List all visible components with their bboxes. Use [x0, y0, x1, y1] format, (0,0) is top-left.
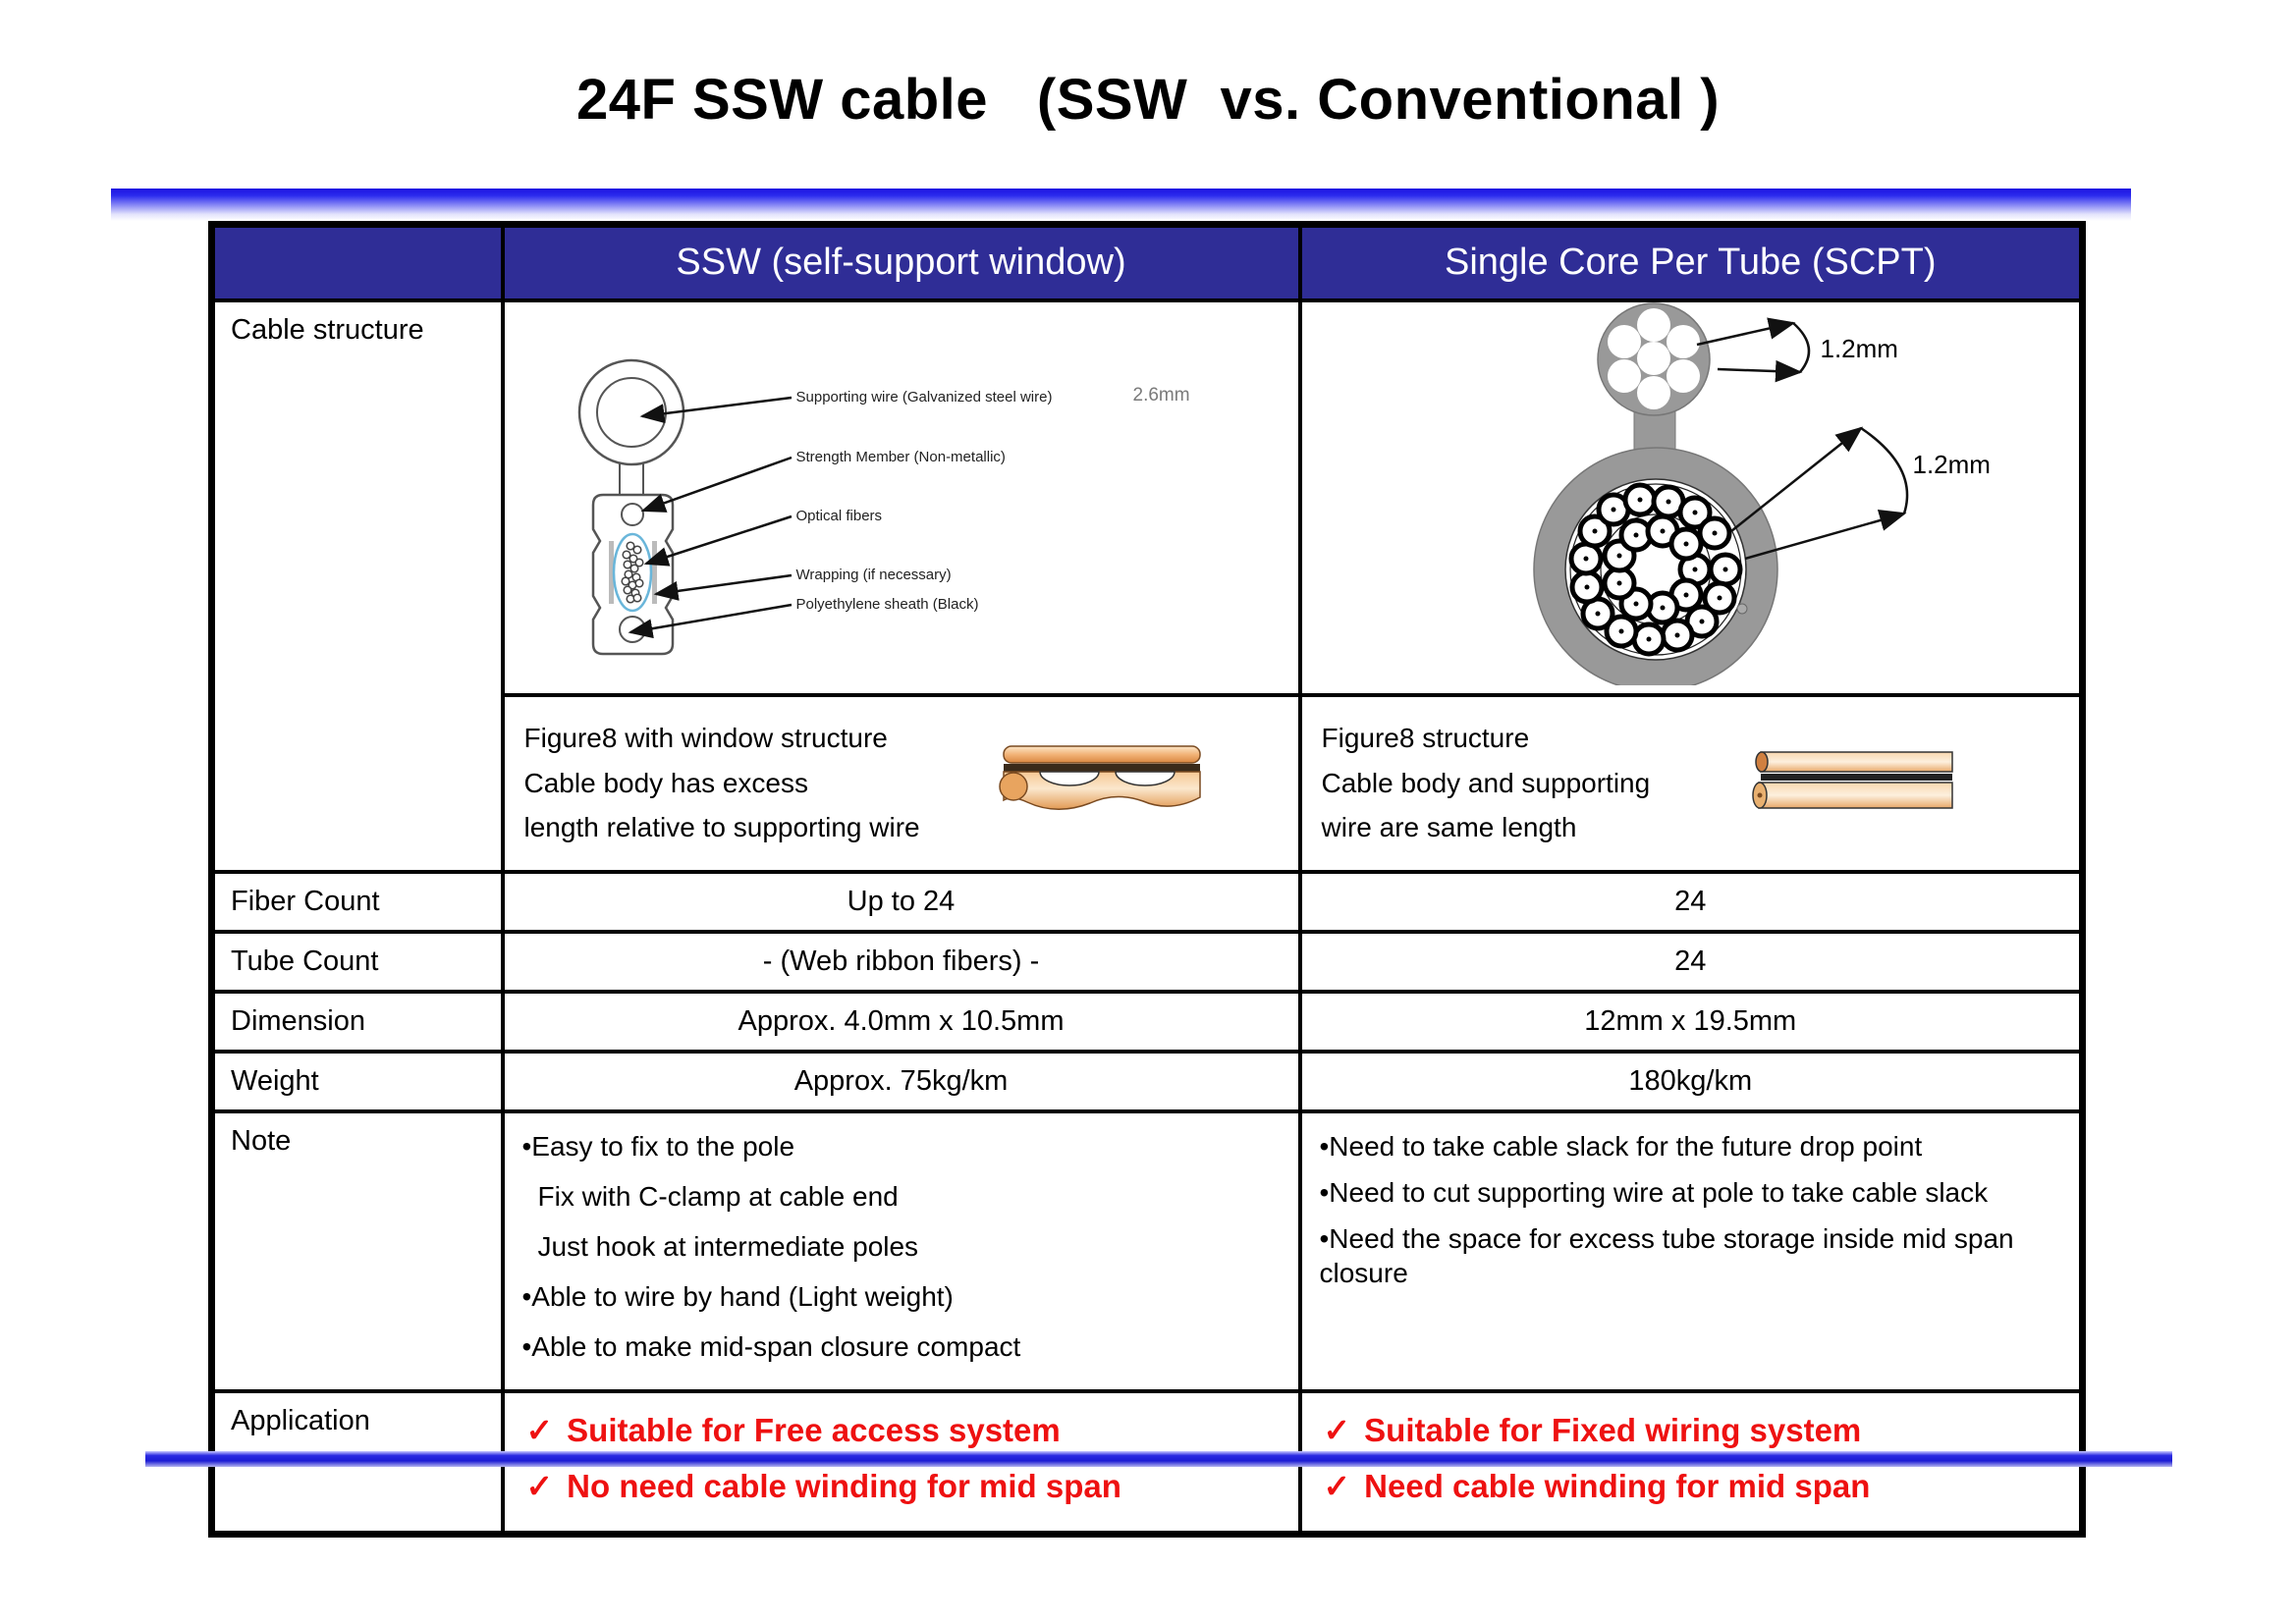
scpt-figure8-line: Cable body and supporting: [1321, 767, 1651, 798]
ssw-figure8-line: length relative to supporting wire: [523, 812, 920, 843]
dimension-1-2mm-bottom: 1.2mm: [1912, 449, 1991, 479]
tube-count-ssw: - (Web ribbon fibers) -: [500, 929, 1302, 994]
note-item: Just hook at intermediate poles: [537, 1230, 919, 1262]
dimension-2-6mm: 2.6mm: [1132, 384, 1190, 406]
label-optical-fibers: Optical fibers: [795, 507, 883, 524]
check-icon: ✓: [525, 1411, 554, 1448]
label-wrapping: Wrapping (if necessary): [795, 566, 952, 583]
dimension-scpt: 12mm x 19.5mm: [1297, 989, 2085, 1054]
note-item: •Easy to fix to the pole: [521, 1130, 795, 1162]
scpt-diagram-cell: 1.2mm 1.2mm: [1297, 297, 2085, 697]
ssw-cable-photo: [996, 740, 1207, 826]
tube-count-row: Tube Count - (Web ribbon fibers) - 24: [209, 929, 2085, 994]
dimension-label: Dimension: [209, 989, 505, 1054]
page-title: 24F SSW cable (SSW vs. Conventional ): [575, 68, 1721, 132]
weight-row: Weight Approx. 75kg/km 180kg/km: [209, 1049, 2085, 1113]
scpt-cross-section-diagram: 1.2mm 1.2mm: [1304, 303, 2079, 691]
check-icon: ✓: [525, 1467, 554, 1504]
comparison-table: SSW (self-support window) Single Core Pe…: [208, 221, 2086, 1538]
table-header-row: SSW (self-support window) Single Core Pe…: [209, 222, 2085, 302]
scpt-cross-section-drawing: [1532, 303, 1908, 685]
weight-label: Weight: [209, 1049, 505, 1113]
scpt-figure8-line: Figure8 structure: [1321, 723, 1530, 754]
header-ssw: SSW (self-support window): [500, 222, 1302, 302]
dimension-ssw: Approx. 4.0mm x 10.5mm: [500, 989, 1302, 1054]
weight-ssw: Approx. 75kg/km: [500, 1049, 1302, 1113]
application-item: Suitable for Free access system: [567, 1411, 1061, 1448]
ssw-cross-section-drawing: [577, 358, 792, 655]
note-ssw-cell: •Easy to fix to the pole Fix with C-clam…: [500, 1108, 1302, 1393]
fiber-count-label: Fiber Count: [209, 869, 505, 934]
ssw-figure8-line: Cable body has excess: [523, 767, 809, 798]
cable-structure-row: Cable structure: [209, 297, 2085, 874]
scpt-figure8-line: wire are same length: [1321, 812, 1577, 843]
fiber-count-ssw: Up to 24: [500, 869, 1302, 934]
fiber-count-scpt: 24: [1297, 869, 2085, 934]
application-item: Need cable winding for mid span: [1364, 1467, 1871, 1504]
note-label: Note: [209, 1108, 505, 1393]
scpt-figure8-cell: Figure8 structure Cable body and support…: [1297, 692, 2085, 874]
cable-structure-label: Cable structure: [209, 297, 505, 874]
ssw-diagram-cell: Supporting wire (Galvanized steel wire) …: [500, 297, 1302, 697]
label-strength-member: Strength Member (Non-metallic): [795, 448, 1006, 465]
application-item: Suitable for Fixed wiring system: [1364, 1411, 1862, 1448]
fiber-count-row: Fiber Count Up to 24 24: [209, 869, 2085, 934]
check-icon: ✓: [1323, 1411, 1351, 1448]
tube-count-label: Tube Count: [209, 929, 505, 994]
note-item: Fix with C-clamp at cable end: [537, 1180, 899, 1212]
note-item: •Need to cut supporting wire at pole to …: [1319, 1176, 1989, 1208]
ssw-figure8-cell: Figure8 with window structure Cable body…: [500, 692, 1302, 874]
note-scpt-cell: •Need to take cable slack for the future…: [1297, 1108, 2085, 1393]
scpt-cable-photo: [1747, 748, 1958, 818]
figure8-row: Figure8 with window structure Cable body…: [212, 692, 2085, 874]
header-scpt: Single Core Per Tube (SCPT): [1297, 222, 2085, 302]
note-row: Note •Easy to fix to the pole Fix with C…: [209, 1108, 2085, 1393]
header-blank-cell: [209, 222, 505, 302]
tube-count-scpt: 24: [1297, 929, 2085, 994]
application-item: No need cable winding for mid span: [567, 1467, 1121, 1504]
note-item: •Able to make mid-span closure compact: [521, 1330, 1021, 1362]
weight-scpt: 180kg/km: [1297, 1049, 2085, 1113]
ssw-figure8-line: Figure8 with window structure: [523, 723, 888, 754]
label-polyethylene-sheath: Polyethylene sheath (Black): [795, 595, 979, 613]
dimension-1-2mm-top: 1.2mm: [1820, 333, 1898, 363]
note-item: •Need the space for excess tube storage …: [1319, 1222, 2014, 1288]
check-icon: ✓: [1323, 1467, 1351, 1504]
top-divider: [111, 189, 2131, 221]
ssw-cross-section-diagram: Supporting wire (Galvanized steel wire) …: [507, 304, 1296, 691]
bottom-divider: [145, 1451, 2172, 1467]
note-item: •Need to take cable slack for the future…: [1319, 1130, 1923, 1162]
label-supporting-wire: Supporting wire (Galvanized steel wire): [795, 388, 1053, 406]
dimension-row: Dimension Approx. 4.0mm x 10.5mm 12mm x …: [209, 989, 2085, 1054]
note-item: •Able to wire by hand (Light weight): [521, 1280, 954, 1312]
